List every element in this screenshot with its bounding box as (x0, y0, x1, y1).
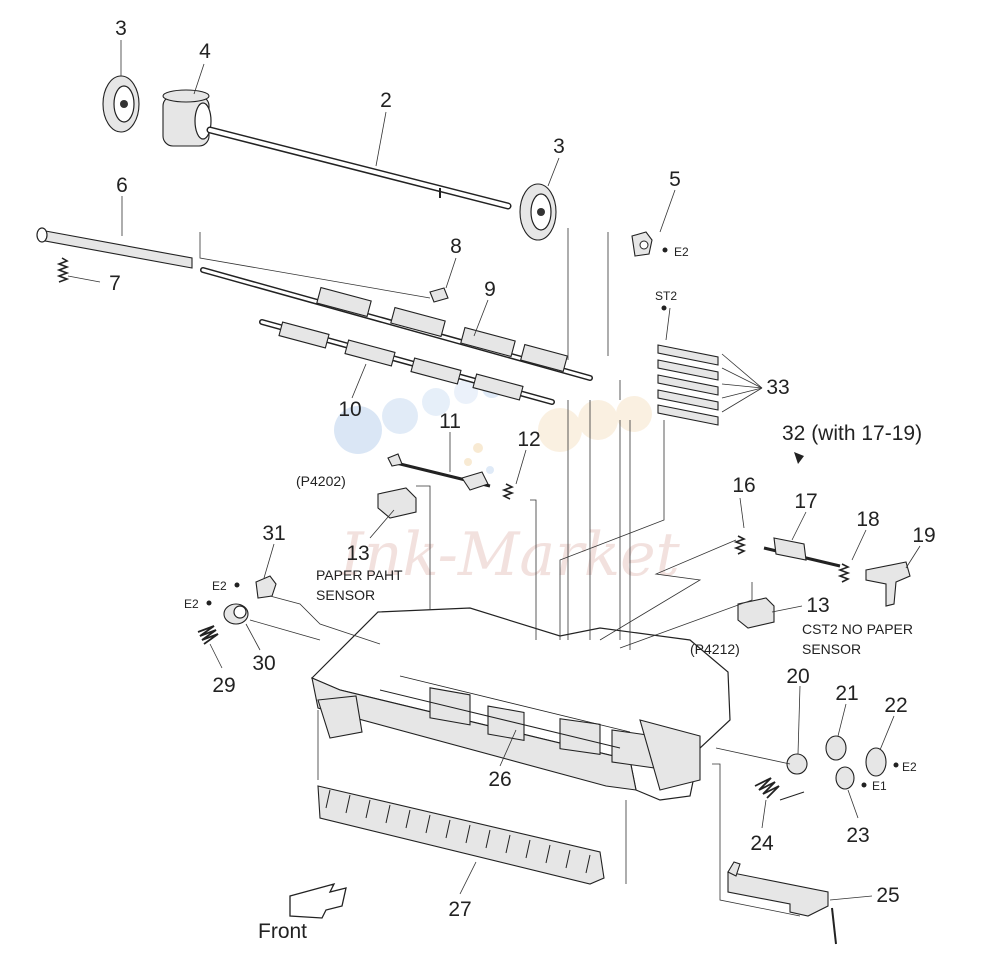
tray-frame-26 (310, 607, 731, 801)
callout-2: 2 (380, 89, 392, 112)
bushing-31 (255, 575, 277, 599)
pickup-roller-right (519, 183, 557, 241)
callout-6: 6 (116, 174, 128, 197)
spring-29 (197, 625, 219, 645)
watermark-text: Ink-Market (339, 520, 681, 590)
callout-13-cst2: 13 (806, 594, 829, 617)
front-arrow-icon (289, 882, 347, 919)
callout-31: 31 (262, 522, 285, 545)
spring-16 (733, 535, 747, 555)
label-p4212: (P4212) (690, 641, 740, 657)
callout-20: 20 (786, 665, 809, 688)
pickup-shaft (206, 126, 512, 210)
callout-9: 9 (484, 278, 496, 301)
callout-25: 25 (876, 884, 899, 907)
connection-dots (206, 247, 899, 788)
label-e2-bushing: E2 (212, 579, 227, 593)
spring-12 (501, 483, 515, 500)
callout-8: 8 (450, 235, 462, 258)
callout-4: 4 (199, 40, 211, 63)
label-paper-path-sensor-line1: PAPER PAHT (316, 567, 403, 583)
roller-22 (865, 747, 887, 777)
callout-5: 5 (669, 168, 681, 191)
actuator-11 (387, 453, 491, 491)
guide-plate-27 (317, 785, 605, 885)
bushing-21 (825, 735, 847, 761)
label-cst2-sensor-line2: SENSOR (802, 641, 861, 657)
callout-10: 10 (338, 398, 361, 421)
callout-11: 11 (439, 410, 461, 433)
callout-19: 19 (912, 524, 935, 547)
paper-path-sensor-13 (377, 487, 417, 519)
leader-lines (67, 40, 921, 917)
pickup-roller-left (102, 75, 140, 133)
callout-29: 29 (212, 674, 235, 697)
clip-8 (429, 287, 449, 303)
gear-17 (763, 537, 841, 568)
bearing-5 (631, 231, 653, 257)
callout-30: 30 (252, 652, 275, 675)
lever-19 (865, 561, 911, 607)
label-e2-gear: E2 (184, 597, 199, 611)
callout-33: 33 (766, 376, 789, 399)
callout-17: 17 (794, 490, 817, 513)
label-cst2-sensor-line1: CST2 NO PAPER (802, 621, 913, 637)
label-paper-path-sensor-line2: SENSOR (316, 587, 375, 603)
gear-20 (786, 753, 808, 775)
note-arrow-icon (794, 452, 804, 464)
callout-27: 27 (448, 898, 471, 921)
feed-shaft-10 (259, 319, 555, 405)
callout-24: 24 (750, 832, 774, 855)
callout-23: 23 (846, 824, 869, 847)
feed-roller (162, 89, 212, 147)
label-e2-roller: E2 (902, 760, 917, 774)
callout-13-paper-path: 13 (346, 542, 369, 565)
bracket-25 (727, 861, 837, 945)
callout-21: 21 (835, 682, 858, 705)
bushing-23 (835, 766, 855, 790)
callout-12: 12 (517, 428, 540, 451)
spring-plates-33 (657, 305, 719, 426)
watermark-logo: Ink-Market (334, 378, 681, 590)
feed-shaft-9 (200, 267, 593, 381)
callout-3-right: 3 (553, 135, 565, 158)
callout-16: 16 (732, 474, 755, 497)
cst2-sensor-13 (737, 597, 775, 629)
label-p4202: (P4202) (296, 473, 346, 489)
callout-3-left: 3 (115, 17, 127, 40)
gear-30 (223, 603, 249, 625)
assembly-note: 32 (with 17-19) (782, 422, 922, 445)
spring-24 (754, 777, 805, 801)
spring-18 (837, 563, 851, 583)
label-e1: E1 (872, 779, 887, 793)
callout-26: 26 (488, 768, 511, 791)
label-st2: ST2 (655, 289, 677, 303)
front-label: Front (258, 920, 307, 943)
spring-7 (56, 257, 70, 283)
callout-7: 7 (109, 272, 121, 295)
callout-22: 22 (884, 694, 907, 717)
callout-18: 18 (856, 508, 879, 531)
guide-rod-6 (36, 227, 193, 269)
label-e2-bearing: E2 (674, 245, 689, 259)
